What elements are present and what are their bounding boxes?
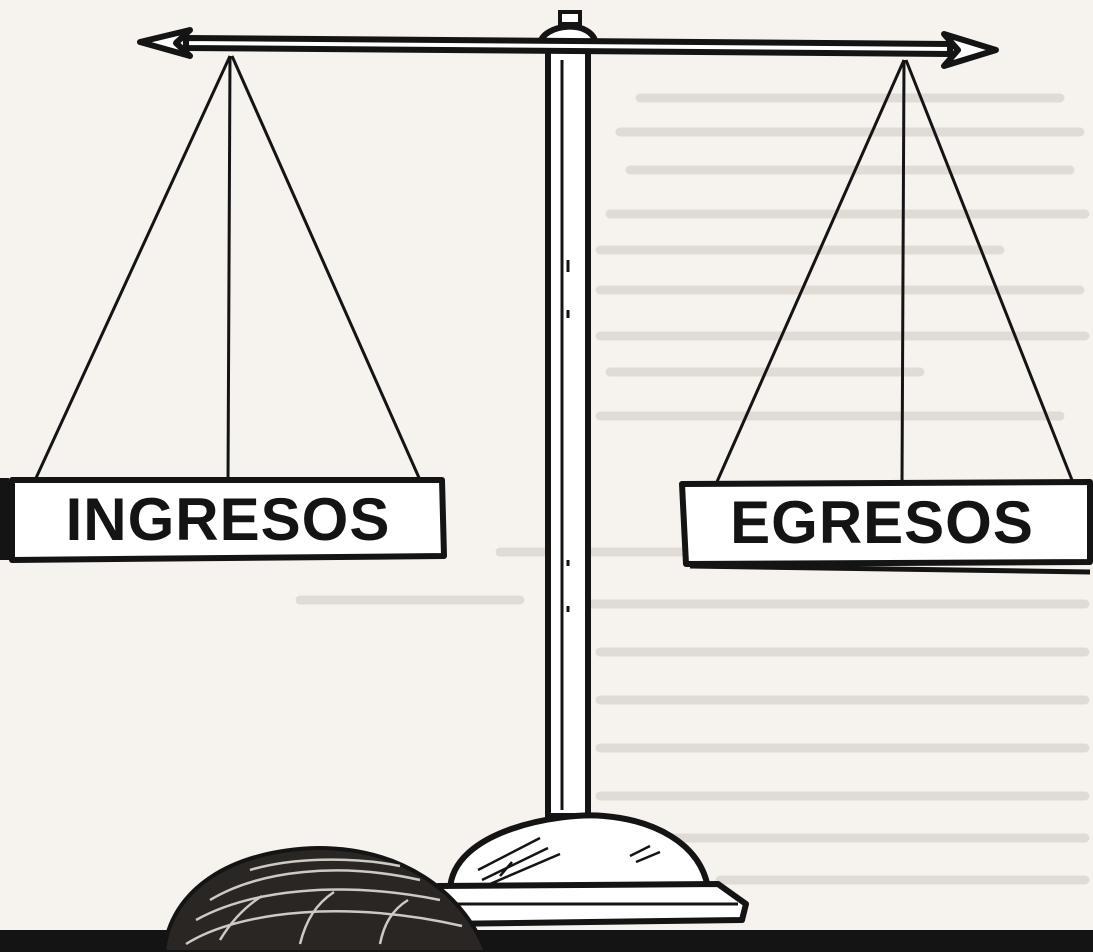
bleed-through-texture: [295, 93, 1090, 885]
scale-column: [545, 43, 591, 819]
head-partial: [161, 845, 489, 952]
right-label-plate: [679, 479, 1093, 575]
left-label-plate: [0, 477, 447, 563]
left-pan-strings: [34, 55, 422, 483]
scale-beam: [137, 27, 999, 69]
right-pan-strings: [714, 59, 1074, 485]
ingresos-label: INGRESOS: [65, 486, 391, 553]
egresos-label: EGRESOS: [730, 489, 1034, 556]
scale-base: [435, 812, 749, 927]
